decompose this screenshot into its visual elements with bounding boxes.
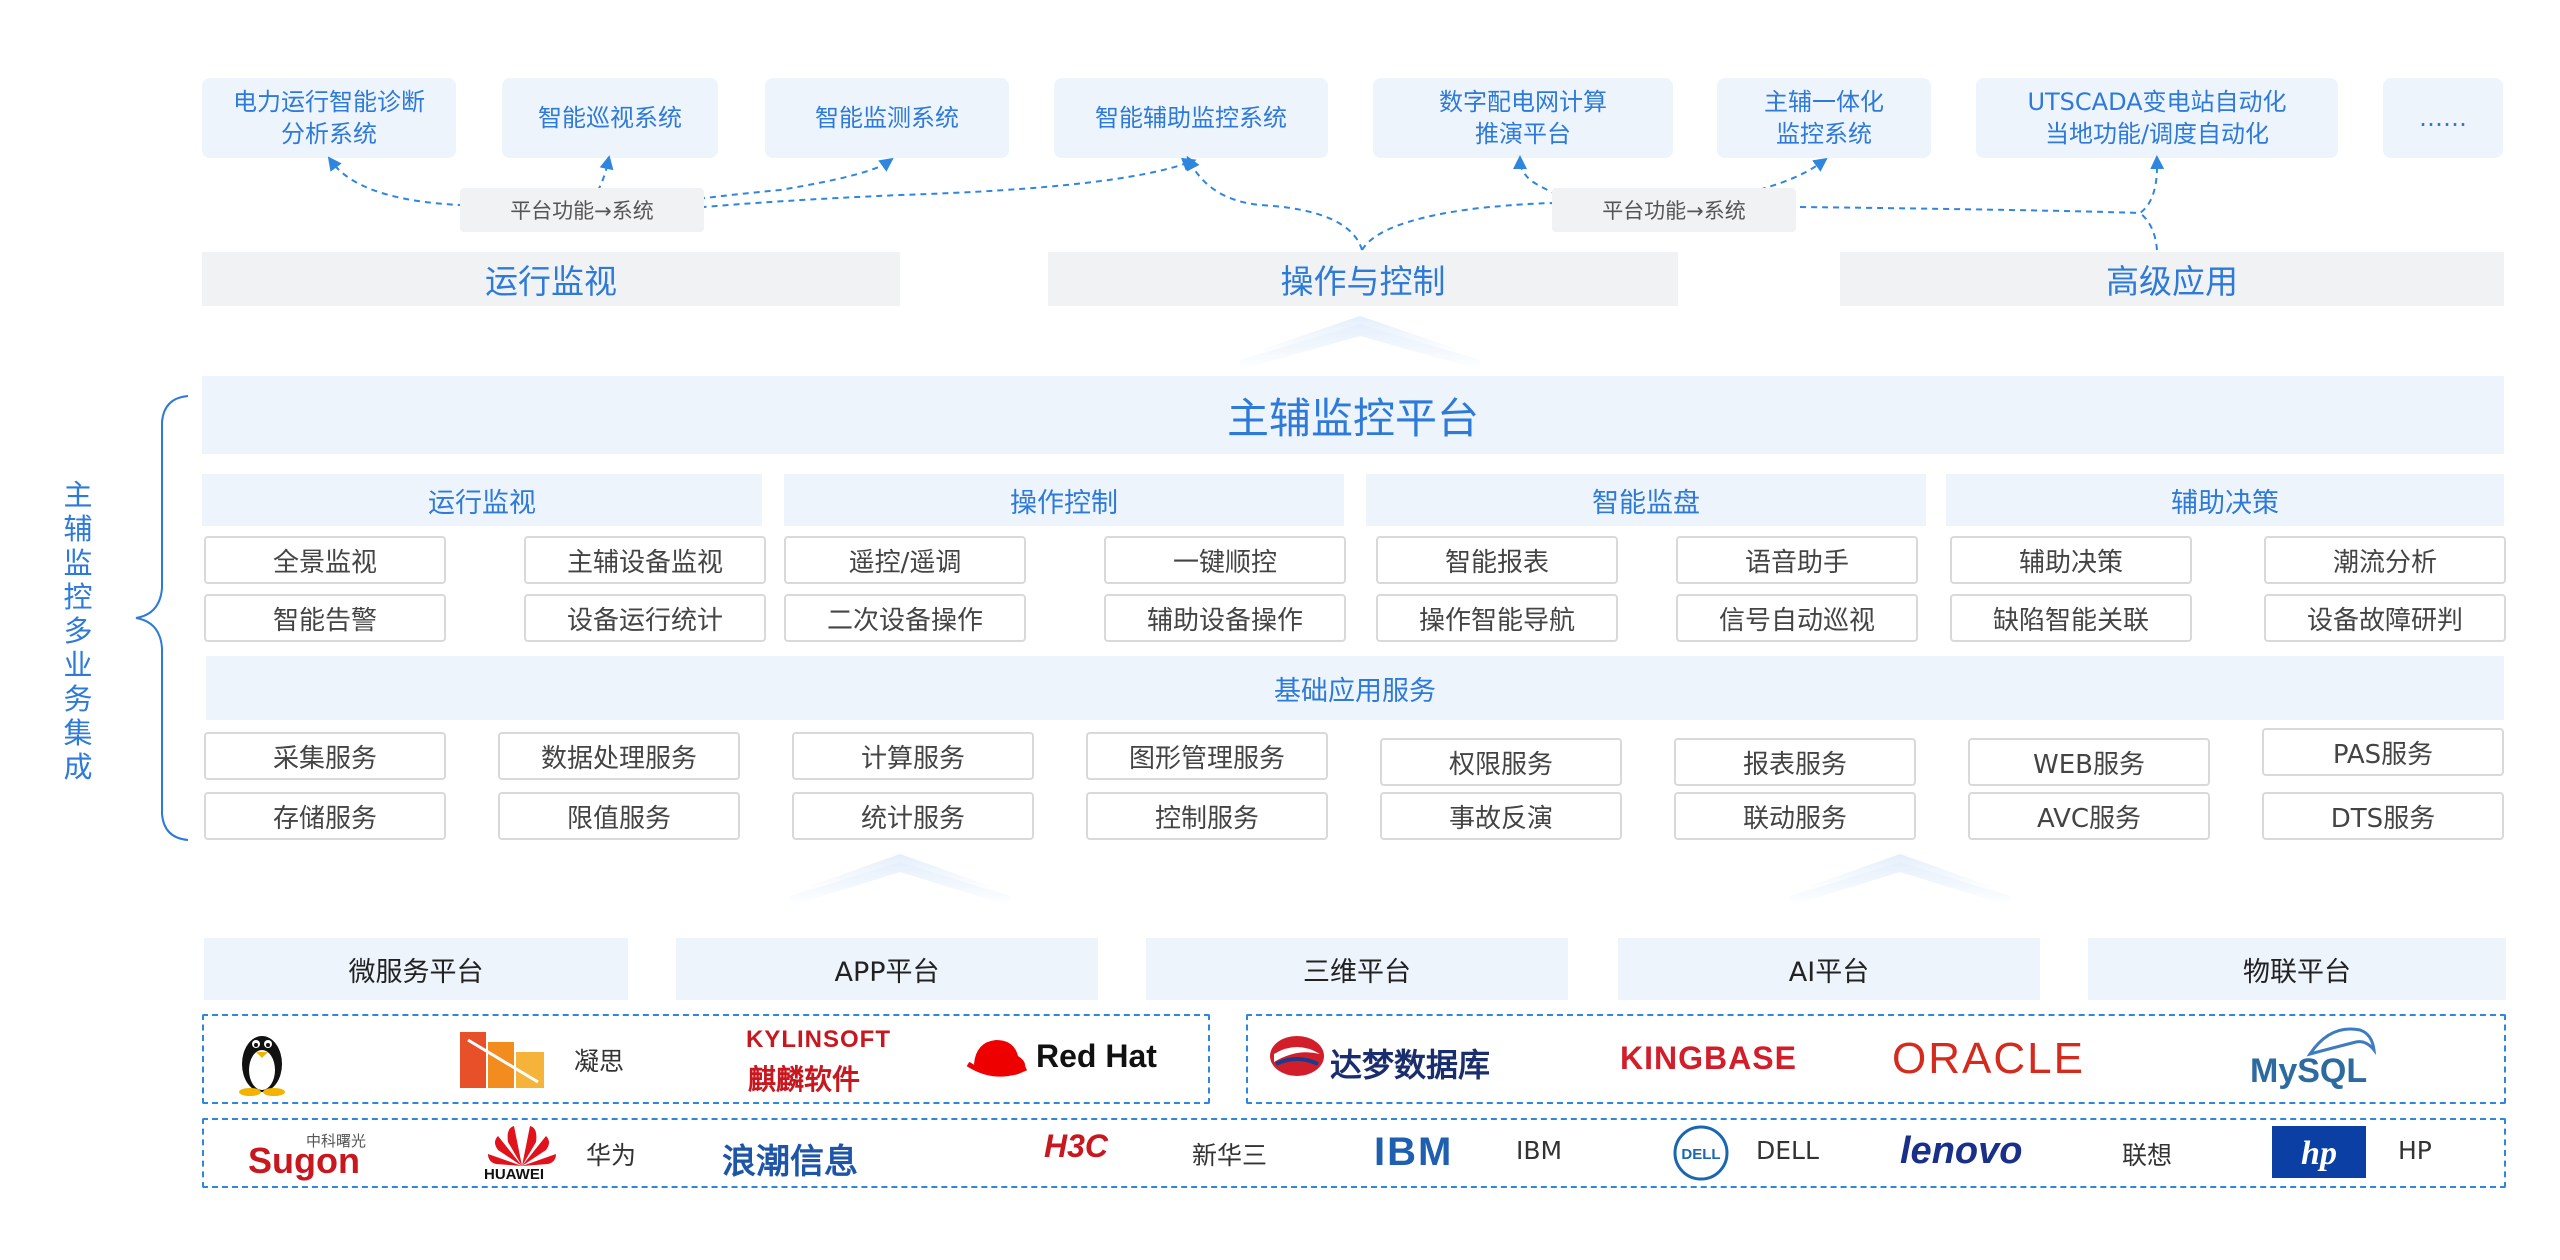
service-item: DTS服务 (2262, 792, 2504, 840)
pillar-operation-monitoring: 运行监视 (202, 252, 900, 306)
module-item: 信号自动巡视 (1676, 594, 1918, 642)
arrow-to-digital-grid (1513, 155, 1601, 206)
ibm-logo: IBM (1374, 1130, 1454, 1174)
side-label: 主辅监控多业务集成 (63, 478, 93, 784)
hp-label: HP (2398, 1136, 2432, 1165)
h3c-label: 新华三 (1192, 1141, 1268, 1170)
service-item: WEB服务 (1968, 738, 2210, 786)
sugon-cn-label: 中科曙光 (306, 1132, 367, 1150)
arrow-to-utscada (1799, 155, 2165, 215)
module-item: 二次设备操作 (784, 594, 1026, 642)
pillar-operation-control: 操作与控制 (1048, 252, 1678, 306)
module-item: 智能告警 (204, 594, 446, 642)
db-vendor-row (1246, 1014, 2506, 1104)
svg-text:DELL: DELL (1681, 1146, 1720, 1163)
module-item: 辅助决策 (1950, 536, 2192, 584)
service-item: PAS服务 (2262, 728, 2504, 776)
system-utscada: UTSCADA变电站自动化 当地功能/调度自动化 (1976, 78, 2338, 158)
svg-text:hp: hp (2301, 1135, 2337, 1172)
module-title-smart-board: 智能监盘 (1366, 474, 1926, 526)
inspur-logo: 浪潮信息 (722, 1142, 858, 1182)
huawei-icon (488, 1126, 556, 1166)
platform-3d: 三维平台 (1146, 938, 1568, 1000)
service-item: AVC服务 (1968, 792, 2210, 840)
service-item: 采集服务 (204, 732, 446, 780)
arrow-to-diagnosis (327, 156, 571, 226)
service-item: 报表服务 (1674, 738, 1916, 786)
up-chevron-right (1790, 854, 2010, 906)
dell-logo-icon: DELL (1673, 1125, 1729, 1181)
dell-label: DELL (1756, 1136, 1819, 1165)
module-item: 潮流分析 (2264, 536, 2506, 584)
service-item: 数据处理服务 (498, 732, 740, 780)
dameng-label: 达梦数据库 (1330, 1047, 1491, 1083)
module-title-control: 操作控制 (784, 474, 1344, 526)
module-item: 缺陷智能关联 (1950, 594, 2192, 642)
system-aux-monitoring: 智能辅助监控系统 (1054, 78, 1328, 158)
hp-logo-icon: hp (2272, 1126, 2366, 1178)
system-digital-grid: 数字配电网计算 推演平台 (1373, 78, 1673, 158)
linux-penguin-icon (239, 1036, 285, 1096)
platform-app: APP平台 (676, 938, 1098, 1000)
service-item: 限值服务 (498, 792, 740, 840)
redhat-label: Red Hat (1036, 1038, 1157, 1074)
side-bracket (135, 395, 189, 841)
system-integrated-monitoring: 主辅一体化 监控系统 (1717, 78, 1931, 158)
service-item: 统计服务 (792, 792, 1034, 840)
kylin-logo: KYLINSOFT (746, 1026, 891, 1053)
service-item: 计算服务 (792, 732, 1034, 780)
ningsi-logo (460, 1032, 544, 1088)
oracle-logo: ORACLE (1892, 1034, 2085, 1083)
lenovo-logo: lenovo (1900, 1130, 2023, 1172)
pillar-advanced-apps: 高级应用 (1840, 252, 2504, 306)
module-item: 辅助设备操作 (1104, 594, 1346, 642)
system-power-diagnosis: 电力运行智能诊断 分析系统 (202, 78, 456, 158)
service-item: 权限服务 (1380, 738, 1622, 786)
module-title-decision: 辅助决策 (1946, 474, 2504, 526)
module-title-monitoring: 运行监视 (202, 474, 762, 526)
ibm-label: IBM (1516, 1136, 1563, 1165)
mysql-dolphin-icon (2306, 1027, 2377, 1057)
platform-ai: AI平台 (1618, 938, 2040, 1000)
system-smart-monitoring: 智能监测系统 (765, 78, 1009, 158)
module-item: 智能报表 (1376, 536, 1618, 584)
kylin-label: 麒麟软件 (748, 1063, 861, 1096)
module-item: 主辅设备监视 (524, 536, 766, 584)
lenovo-label: 联想 (2122, 1141, 2173, 1170)
kingbase-logo: KINGBASE (1620, 1040, 1797, 1076)
ningsi-label: 凝思 (574, 1047, 625, 1076)
up-chevron-top (1240, 316, 1480, 370)
service-item: 联动服务 (1674, 792, 1916, 840)
up-chevron-left (790, 854, 1010, 906)
os-vendor-row (202, 1014, 1210, 1104)
arrow-ops-to-aux (1186, 155, 1363, 251)
module-item: 设备故障研判 (2264, 594, 2506, 642)
module-item: 遥控/遥调 (784, 536, 1026, 584)
huawei-label: 华为 (586, 1141, 637, 1170)
huawei-logo: HUAWEI (484, 1166, 544, 1183)
system-more: …… (2383, 78, 2503, 158)
base-services-title: 基础应用服务 (206, 656, 2504, 720)
mysql-logo: MySQL (2250, 1052, 2368, 1090)
service-item: 事故反演 (1380, 792, 1622, 840)
module-item: 一键顺控 (1104, 536, 1346, 584)
platform-microservice: 微服务平台 (204, 938, 628, 1000)
module-item: 语音助手 (1676, 536, 1918, 584)
flow-label-left: 平台功能→系统 (460, 188, 704, 232)
system-smart-patrol: 智能巡视系统 (502, 78, 718, 158)
dameng-icon (1270, 1036, 1324, 1076)
hw-vendor-row (202, 1118, 2506, 1188)
flow-label-right: 平台功能→系统 (1552, 188, 1796, 232)
module-item: 全景监视 (204, 536, 446, 584)
redhat-icon (966, 1040, 1028, 1077)
service-item: 图形管理服务 (1086, 732, 1328, 780)
platform-iot: 物联平台 (2088, 938, 2506, 1000)
platform-title: 主辅监控平台 (202, 376, 2504, 454)
sugon-logo: Sugon (248, 1140, 360, 1181)
h3c-logo: H3C (1044, 1128, 1109, 1164)
service-item: 控制服务 (1086, 792, 1328, 840)
module-item: 操作智能导航 (1376, 594, 1618, 642)
module-item: 设备运行统计 (524, 594, 766, 642)
service-item: 存储服务 (204, 792, 446, 840)
